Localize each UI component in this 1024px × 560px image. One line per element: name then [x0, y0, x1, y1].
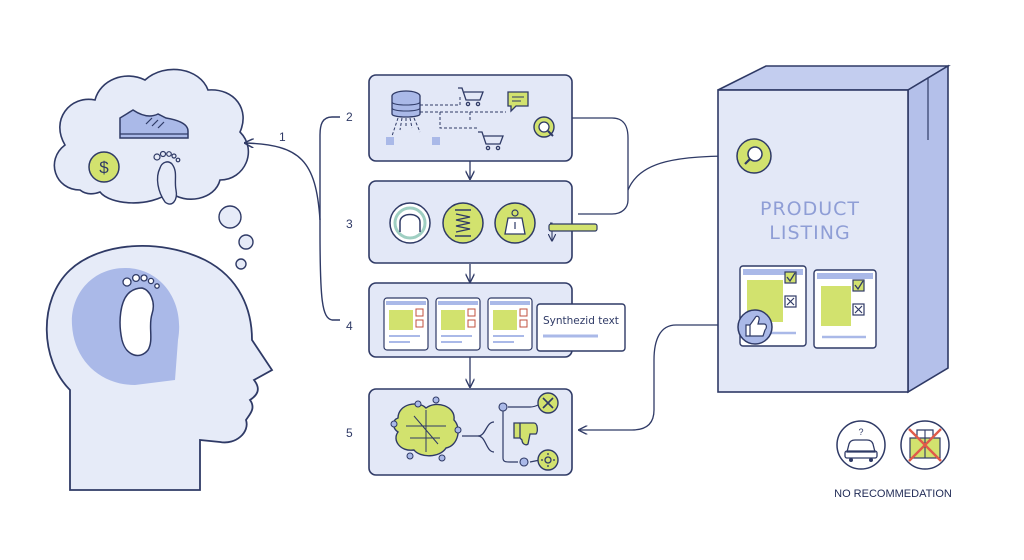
- dollar-icon: $: [88, 151, 120, 183]
- panel-listings: [368, 282, 573, 358]
- synthesized-text-label: Synthezid text: [543, 315, 619, 327]
- thought-bubble-large: [218, 205, 242, 229]
- step-label-1: 1: [279, 130, 286, 144]
- svg-text:$: $: [99, 158, 109, 177]
- arch-support-icon: [389, 202, 431, 244]
- synthesized-text-box: Synthezid text: [536, 303, 626, 352]
- search-icon: [736, 138, 772, 174]
- magnifier-icon: [533, 116, 555, 138]
- listing-card-second: [813, 269, 877, 349]
- panel-attributes: [368, 180, 598, 264]
- product-listing-title-line2: LISTING: [769, 222, 850, 244]
- listing-connectors: [572, 117, 740, 430]
- gear-icon: [537, 449, 559, 471]
- step-label-4: 4: [346, 319, 353, 333]
- bracket-connector: [246, 116, 340, 321]
- listing-card-2: [435, 297, 481, 351]
- product-listing-title-line1: PRODUCT: [760, 198, 860, 220]
- thumbs-down-icon: [513, 422, 538, 446]
- listing-card-3: [487, 297, 533, 351]
- database-icon: [391, 90, 421, 118]
- shopping-cart-icon-2: [478, 131, 504, 151]
- no-product-icon: [900, 420, 950, 470]
- close-icon: [537, 392, 559, 414]
- product-listing-box: PRODUCT LISTING: [717, 64, 951, 394]
- car-question-icon: ?: [836, 420, 886, 470]
- thought-bubble-medium: [238, 234, 254, 250]
- footprint-icon: [153, 150, 181, 205]
- thumbs-up-icon: [737, 309, 773, 345]
- step-label-5: 5: [346, 426, 353, 440]
- weight-icon: [494, 202, 536, 244]
- foot-icon: [119, 273, 160, 357]
- chat-bubble-icon: [507, 91, 529, 113]
- sneaker-icon: [119, 109, 189, 139]
- step-label-3: 3: [346, 217, 353, 231]
- cushion-spring-icon: [442, 202, 484, 244]
- svg-text:?: ?: [858, 427, 863, 437]
- step-label-2: 2: [346, 110, 353, 124]
- shopping-cart-icon: [458, 87, 484, 107]
- panel-data-sources: [368, 74, 573, 162]
- brain-network-icon: [390, 396, 462, 462]
- no-recommendation-label: NO RECOMMEDATION: [834, 488, 952, 500]
- slider-control: [549, 222, 598, 240]
- thought-bubble-small: [235, 258, 247, 270]
- listing-card-1: [383, 297, 429, 351]
- panel-ai-decision: [368, 388, 573, 476]
